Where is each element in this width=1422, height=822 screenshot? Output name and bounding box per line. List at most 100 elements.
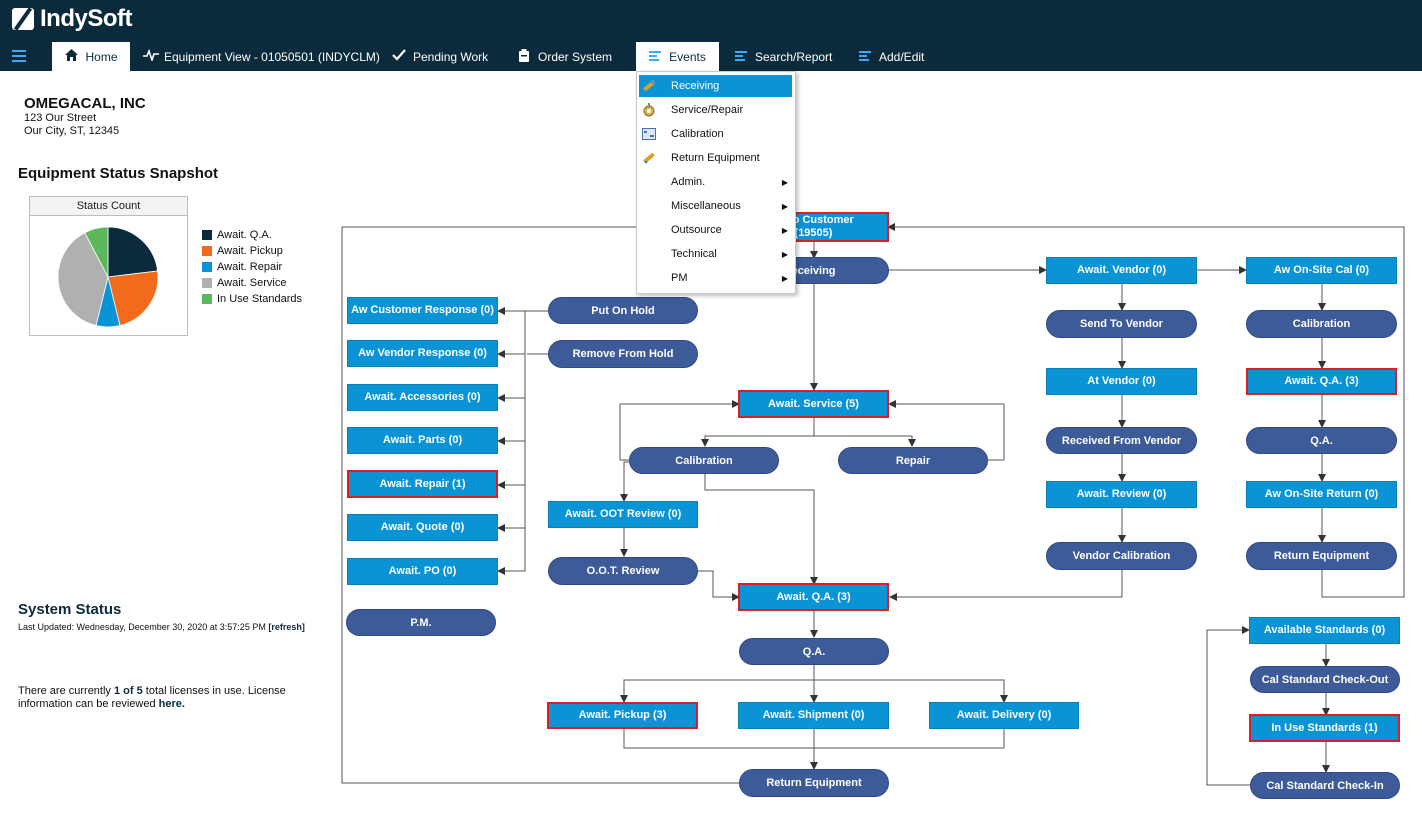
tab-equipment-view-label: Equipment View - 01050501 (INDYCLM) (164, 49, 380, 64)
menu-item-label: Return Equipment (671, 152, 760, 164)
await-delivery-node[interactable]: Await. Delivery (0) (929, 702, 1079, 729)
events-dropdown-menu: Receiving Service/Repair Calibration Ret… (636, 71, 796, 294)
checkmark-icon (392, 49, 406, 64)
put-on-hold-node[interactable]: Put On Hold (548, 297, 698, 324)
menu-item-return-equipment[interactable]: Return Equipment (639, 147, 792, 169)
legend-swatch (202, 294, 212, 304)
menu-item-pm[interactable]: PM ▶ (639, 267, 792, 289)
submenu-arrow-icon: ▶ (781, 177, 788, 187)
menu-item-calibration[interactable]: Calibration (639, 123, 792, 145)
tab-search-report[interactable]: Search/Report (735, 42, 832, 71)
calibration-onsite-node[interactable]: Calibration (1246, 310, 1397, 338)
tab-home[interactable]: Home (52, 42, 130, 71)
legend-item: In Use Standards (202, 291, 302, 307)
hamburger-menu-icon[interactable] (12, 50, 26, 65)
await-qa-node[interactable]: Await. Q.A. (3) (738, 583, 889, 611)
repair-node[interactable]: Repair (838, 447, 988, 474)
license-prefix: There are currently (18, 685, 114, 697)
await-service-node[interactable]: Await. Service (5) (738, 390, 889, 418)
available-standards-node[interactable]: Available Standards (0) (1249, 617, 1400, 644)
pie-slice (57, 232, 109, 327)
remove-from-hold-node[interactable]: Remove From Hold (548, 340, 698, 368)
legend-label: In Use Standards (217, 293, 302, 305)
calibration-icon (642, 128, 656, 140)
clipboard-icon (517, 48, 531, 65)
return-equipment-onsite-node[interactable]: Return Equipment (1246, 542, 1397, 570)
qa-onsite-node[interactable]: Q.A. (1246, 427, 1397, 454)
aw-onsite-cal-node[interactable]: Aw On-Site Cal (0) (1246, 257, 1397, 284)
last-updated-text: Last Updated: Wednesday, December 30, 20… (18, 622, 266, 632)
await-quote-node[interactable]: Await. Quote (0) (347, 514, 498, 541)
legend-item: Await. Pickup (202, 243, 302, 259)
refresh-link[interactable]: [refresh] (268, 622, 305, 632)
menu-item-label: Outsource (671, 224, 722, 236)
legend-item: Await. Q.A. (202, 227, 302, 243)
tab-events-label: Events (669, 49, 706, 64)
calibration-node[interactable]: Calibration (629, 447, 779, 474)
aw-onsite-return-node[interactable]: Aw On-Site Return (0) (1246, 481, 1397, 508)
await-shipment-node[interactable]: Await. Shipment (0) (738, 702, 889, 729)
snapshot-title: Equipment Status Snapshot (18, 165, 219, 182)
logo-text: IndySoft (40, 5, 133, 32)
at-vendor-node[interactable]: At Vendor (0) (1046, 368, 1197, 395)
tab-order-system-label: Order System (538, 49, 613, 64)
await-parts-node[interactable]: Await. Parts (0) (347, 427, 498, 454)
cal-standard-checkout-node[interactable]: Cal Standard Check-Out (1250, 666, 1400, 693)
indysoft-logo[interactable]: IndySoft (12, 5, 133, 33)
menu-item-admin[interactable]: Admin. ▶ (639, 171, 792, 193)
legend-swatch (202, 246, 212, 256)
submenu-arrow-icon: ▶ (781, 273, 788, 283)
legend-swatch (202, 230, 212, 240)
tab-add-edit[interactable]: Add/Edit (859, 42, 924, 71)
menu-item-outsource[interactable]: Outsource ▶ (639, 219, 792, 241)
return-equipment-node[interactable]: Return Equipment (739, 769, 889, 797)
await-oot-review-node[interactable]: Await. OOT Review (0) (548, 501, 698, 528)
main-nav: Home Equipment View - 01050501 (INDYCLM)… (0, 42, 1422, 71)
menu-item-receiving[interactable]: Receiving (639, 75, 792, 97)
vendor-calibration-node[interactable]: Vendor Calibration (1046, 542, 1197, 570)
menu-item-miscellaneous[interactable]: Miscellaneous ▶ (639, 195, 792, 217)
received-from-vendor-node[interactable]: Received From Vendor (1046, 427, 1197, 454)
await-po-node[interactable]: Await. PO (0) (347, 558, 498, 585)
menu-item-label: Service/Repair (671, 104, 744, 116)
list-icon (735, 50, 747, 63)
send-to-vendor-node[interactable]: Send To Vendor (1046, 310, 1197, 338)
tab-pending-work[interactable]: Pending Work (392, 42, 488, 71)
tab-events[interactable]: Events (636, 42, 719, 71)
tab-add-edit-label: Add/Edit (879, 49, 925, 64)
oot-review-node[interactable]: O.O.T. Review (548, 557, 698, 585)
legend-label: Await. Service (217, 277, 287, 289)
aw-vendor-response-node[interactable]: Aw Vendor Response (0) (347, 340, 498, 367)
menu-item-label: PM (671, 272, 688, 284)
submenu-arrow-icon: ▶ (781, 249, 788, 259)
qa-node[interactable]: Q.A. (739, 638, 889, 665)
license-info: There are currently 1 of 5 total license… (18, 685, 318, 711)
await-pickup-node[interactable]: Await. Pickup (3) (547, 702, 698, 729)
await-review-node[interactable]: Await. Review (0) (1046, 481, 1197, 508)
menu-item-technical[interactable]: Technical ▶ (639, 243, 792, 265)
pm-node[interactable]: P.M. (346, 609, 496, 636)
pie-slice (107, 226, 159, 278)
license-here-link[interactable]: here. (158, 698, 185, 710)
logo-mark-icon (12, 8, 34, 30)
in-use-standards-node[interactable]: In Use Standards (1) (1249, 714, 1400, 742)
tab-search-report-label: Search/Report (755, 49, 833, 64)
await-repair-node[interactable]: Await. Repair (1) (347, 470, 498, 498)
cal-standard-checkin-node[interactable]: Cal Standard Check-In (1250, 772, 1400, 799)
tab-order-system[interactable]: Order System (517, 42, 612, 71)
await-accessories-node[interactable]: Await. Accessories (0) (347, 384, 498, 411)
pie-slice (84, 226, 109, 278)
legend-item: Await. Repair (202, 259, 302, 275)
tab-equipment-view[interactable]: Equipment View - 01050501 (INDYCLM) (143, 42, 380, 71)
menu-item-service-repair[interactable]: Service/Repair (639, 99, 792, 121)
company-city: Our City, ST, 12345 (24, 125, 120, 137)
await-vendor-node[interactable]: Await. Vendor (0) (1046, 257, 1197, 284)
aw-customer-response-node[interactable]: Aw Customer Response (0) (347, 297, 498, 324)
await-qa-onsite-node[interactable]: Await. Q.A. (3) (1246, 368, 1397, 395)
return-equipment-icon (643, 152, 655, 164)
tab-home-label: Home (85, 49, 118, 64)
company-info: OMEGACAL, INC 123 Our Street Our City, S… (24, 95, 146, 138)
menu-item-label: Receiving (671, 80, 720, 92)
license-mid: total licenses in use. License informati… (18, 685, 286, 710)
